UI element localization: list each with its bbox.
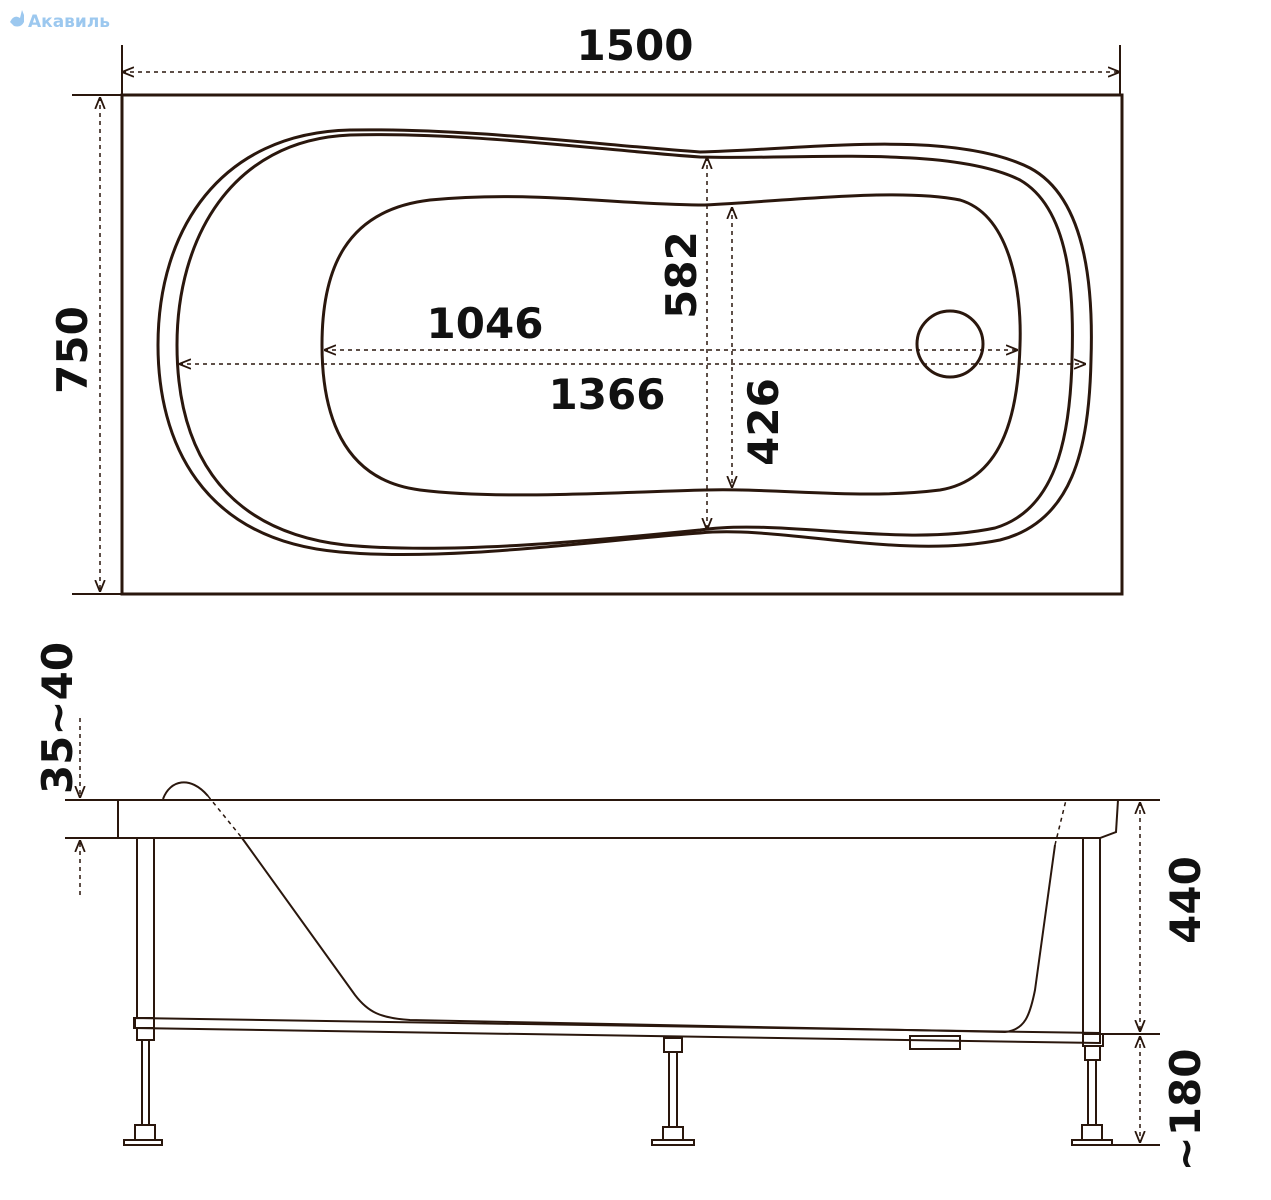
rim-contour: [175, 133, 1074, 550]
dim-leg-height: ~180: [1161, 1049, 1210, 1172]
dim-length: 1500: [577, 21, 694, 70]
dim-width: 750: [48, 306, 97, 394]
leg-center: [651, 1037, 695, 1146]
dim-outer-inner-length: 1366: [549, 370, 666, 419]
dim-height: 440: [1161, 856, 1210, 944]
leg-left: [123, 837, 163, 1146]
leg-right: [1071, 837, 1113, 1146]
watermark-logo: Акавиль: [10, 10, 110, 32]
side-view: 35~40 440 ~180: [33, 642, 1210, 1171]
top-view: 1500 750 1046 1366 582 426: [48, 21, 1124, 596]
outer-contour: [156, 128, 1093, 557]
dim-inner-length: 1046: [427, 299, 544, 348]
dim-rim-thickness: 35~40: [33, 642, 82, 794]
dim-inner-width: 582: [657, 231, 706, 319]
frame-bar: [134, 1016, 1101, 1045]
drain-outlet: [909, 1035, 961, 1050]
rim: [117, 799, 1120, 839]
tub-outline-rect: [120, 93, 1124, 596]
drain-hole: [915, 309, 985, 379]
watermark-text: Акавиль: [28, 12, 110, 32]
dim-waist-width: 426: [739, 378, 788, 466]
